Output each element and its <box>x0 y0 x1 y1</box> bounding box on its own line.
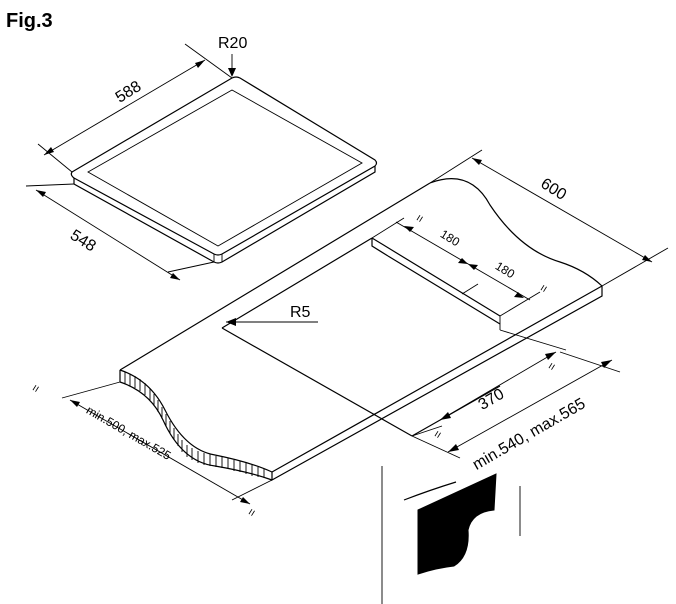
cutout-370-label: 370 <box>476 386 508 414</box>
gap-180-label-a: 180 <box>438 227 463 250</box>
figure-title: Fig.3 <box>6 10 53 32</box>
r5-callout: R5 <box>226 304 318 326</box>
gap-180-label-b: 180 <box>493 259 518 282</box>
equal-mark-370: = <box>544 360 560 373</box>
cabinet-oven-drawing <box>381 466 521 604</box>
cutout-width-range-dimension: min.540, max.565 <box>411 351 621 474</box>
cutout-length-range-dimension: min.500, max.525 = = <box>28 381 273 519</box>
r20-callout: R20 <box>218 35 247 77</box>
equal-mark-left: = <box>28 382 44 395</box>
equal-mark-bottom: = <box>244 506 260 519</box>
r5-label: R5 <box>290 304 311 321</box>
width-588-dimension: 588 <box>37 43 233 173</box>
hob-drawing <box>70 76 378 264</box>
width-588-label: 588 <box>113 78 145 107</box>
depth-548-dimension: 548 <box>25 183 215 281</box>
equal-mark-370-b: = <box>430 428 446 441</box>
worktop-600-label: 600 <box>538 175 570 204</box>
equal-mark-top: = <box>412 212 428 225</box>
worktop-drawing <box>119 178 603 482</box>
cutout-length-range-label: min.500, max.525 <box>84 403 174 463</box>
worktop-600-dimension: 600 <box>429 149 669 287</box>
depth-548-label: 548 <box>67 227 99 256</box>
r20-label: R20 <box>218 35 247 52</box>
